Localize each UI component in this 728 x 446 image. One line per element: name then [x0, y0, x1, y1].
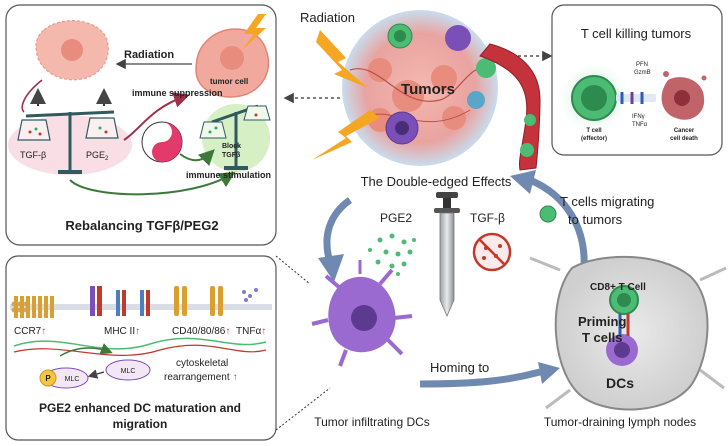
arrow-homing [419, 368, 541, 388]
mlc-label-2: MLC [121, 368, 136, 375]
phosphate-icon [39, 369, 57, 387]
cd-label: CD40/80/86↑ [172, 326, 230, 337]
pge2-scale-label: PGE2 [86, 150, 109, 162]
rebalancing-title: Rebalancing TGFβ/PEG2 [65, 218, 218, 233]
priming-label-1: Priming [578, 314, 626, 329]
panel-t-cell-killing [551, 4, 723, 156]
immune-suppression-label-1: immune suppression [132, 88, 223, 98]
mhc2-label: MHC II↑ [104, 326, 140, 337]
homing-label: Homing to [430, 360, 489, 375]
ccr7-label: CCR7↑ [14, 326, 46, 337]
pfn-label: PFN [636, 62, 648, 68]
dc-maturation-title-1: PGE2 enhanced DC maturation and [39, 401, 241, 415]
lymph-node [529, 255, 727, 411]
lightning-bolt-icon [316, 30, 368, 88]
tgf-beta-scale-label: TGF-β [20, 150, 46, 160]
arrow-ln-to-tumor [528, 176, 588, 269]
blood-vessel [479, 43, 541, 171]
ifng-label: IFNγ [632, 114, 645, 120]
tumor-mass [342, 10, 498, 166]
radiation-label: Radiation [300, 10, 355, 25]
mhc2-receptor-icon [90, 286, 150, 316]
radiation-label-small: Radiation [124, 49, 174, 61]
dc-label: Tumor infiltrating DCs [314, 415, 430, 429]
yin-yang-icon [141, 121, 183, 163]
phosphate-label: P [45, 374, 51, 383]
tnfa-label-top: TNFα [632, 122, 648, 128]
tnfa-label-bottom: TNFα↑ [236, 326, 266, 337]
tgf-beta-label: TGF-β [470, 211, 505, 225]
pge2-molecules [368, 233, 416, 276]
tgf-beta-blocked-icon [472, 232, 512, 272]
pge2-label: PGE2 [380, 211, 412, 225]
double-edged-label: The Double-edged Effects [361, 174, 512, 189]
ccr7-receptor-icon [14, 296, 54, 318]
block-tgfb-label-1: Block [222, 143, 241, 150]
migrating-t-cell [539, 205, 557, 223]
dcs-label: DCs [606, 375, 634, 391]
t-cell-killing-title: T cell killing tumors [581, 26, 692, 41]
lightning-bolt-icon [312, 110, 380, 160]
lightning-bolt-icon [242, 14, 266, 50]
cd-receptor-icon [174, 286, 223, 316]
panel-dc-maturation [5, 255, 277, 441]
cytoskeletal-label: cytoskeletal [176, 358, 228, 369]
panel-rebalancing [5, 4, 277, 246]
lymph-node-label: Tumor-draining lymph nodes [544, 415, 696, 429]
t-cells-migrating-label-2: to tumors [568, 212, 623, 227]
arrow-tumor-to-dc [323, 197, 353, 264]
balance-scale-icon [8, 110, 132, 175]
immune-stimulation-label: immune stimulation [186, 170, 271, 180]
gzmb-label: GzmB [634, 70, 651, 76]
mlc-icon [105, 359, 151, 381]
cancer-label-1: Cancer [674, 128, 695, 134]
tnfa-molecules [242, 288, 258, 302]
t-cell-label-1: T cell [586, 128, 602, 134]
t-cell-label-2: (effector) [581, 136, 607, 142]
double-edged-sword-icon [434, 192, 460, 317]
green-scale-icon [199, 104, 271, 172]
t-cells-migrating-label-1: T cells migrating [560, 194, 654, 209]
tumor-cell-label: tumor cell [210, 77, 248, 86]
dendritic-cell [311, 260, 413, 367]
tumors-label: Tumors [401, 81, 455, 98]
cd8-label: CD8+ T Cell [590, 282, 646, 293]
rearrangement-label: rearrangement↑ [164, 372, 238, 383]
mlc-label-1: MLC [65, 376, 80, 383]
cancer-label-2: cell death [670, 136, 698, 142]
block-tgfb-label-2: TGFβ [222, 152, 241, 159]
priming-label-2: T cells [582, 330, 622, 345]
dc-maturation-title-2: migration [113, 417, 168, 431]
